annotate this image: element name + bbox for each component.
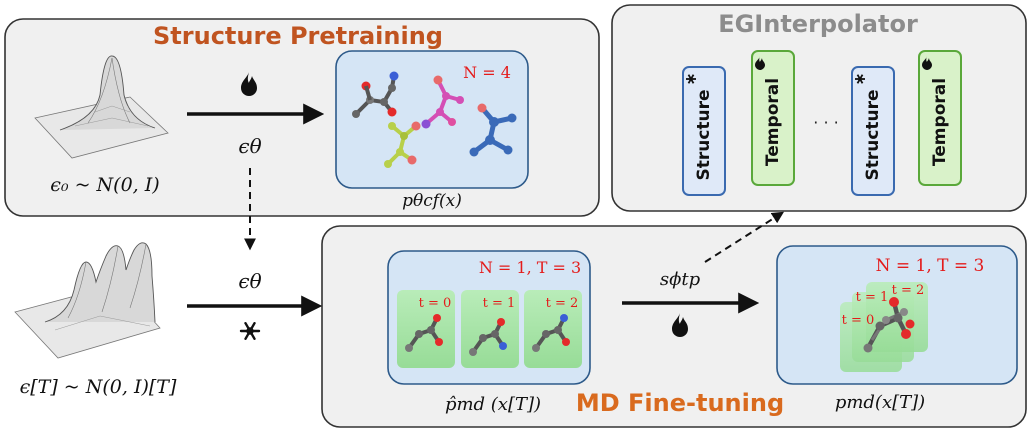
fire-icon (672, 313, 688, 337)
finetuning-model-label: ϵθ (238, 269, 261, 293)
molecule-overlay (863, 297, 915, 353)
pretraining-model-label: ϵθ (238, 134, 261, 158)
md-input-frames: t = 0 t = 1 t = 2 (397, 290, 582, 368)
interp-block-structure: Structure (682, 66, 726, 196)
md-frame: t = 2 (524, 290, 582, 368)
interp-block-structure: Structure (851, 66, 895, 196)
pretraining-count-label: N = 4 (463, 63, 511, 82)
frame-molecule (469, 318, 507, 356)
fire-icon (922, 56, 932, 70)
md-output-label: pmd(x[T]) (835, 392, 925, 413)
interp-block-label: Structure (694, 89, 714, 180)
interp-link-arrow (704, 211, 785, 263)
gaussian-surface-multi (14, 242, 161, 359)
interp-block-label: Temporal (763, 78, 783, 166)
snowflake-icon (239, 321, 261, 341)
snowflake-icon (855, 74, 865, 84)
md-output-stacked-frames (840, 282, 928, 372)
interp-operator-label: sϕtp (660, 269, 701, 290)
pretraining-title: Structure Pretraining (153, 22, 443, 50)
fire-icon (755, 56, 765, 70)
md-frame: t = 1 (461, 290, 519, 368)
pretraining-output-label: pθcf(x) (402, 191, 462, 211)
fire-icon (241, 72, 257, 96)
md-input-label: p̂md (x[T]) (445, 394, 541, 415)
molecule-magenta (421, 75, 464, 129)
pretraining-noise-label: ϵ₀ ~ N(0, I) (50, 174, 159, 196)
molecule-gray (352, 71, 399, 118)
interp-block-temporal: Temporal (751, 50, 795, 186)
molecule-yellowgreen (384, 121, 421, 168)
interpolator-ellipsis: · · · (813, 113, 838, 132)
snowflake-icon (686, 74, 696, 84)
md-output-frame-label-0: t = 0 (842, 313, 875, 328)
interpolator-title: EGInterpolator (718, 10, 918, 38)
md-output-frame-label-2: t = 2 (892, 283, 925, 298)
frame-molecule (532, 314, 570, 352)
interp-block-label: Temporal (930, 78, 950, 166)
finetuning-title: MD Fine-tuning (576, 389, 784, 417)
finetuning-noise-label: ϵ[T] ~ N(0, I)[T] (20, 376, 177, 398)
md-frame-label: t = 0 (419, 296, 452, 311)
md-frame-label: t = 1 (483, 296, 516, 311)
md-frame: t = 0 (397, 290, 455, 368)
interp-block-label: Structure (863, 89, 883, 180)
interpolator-blocks: Structure Temporal Structure Temporal (682, 50, 962, 196)
frame-molecule (405, 314, 443, 352)
md-input-count-label: N = 1, T = 3 (479, 258, 581, 277)
interp-block-temporal: Temporal (918, 50, 962, 186)
gaussian-surface-single (34, 55, 169, 159)
md-frame-label: t = 2 (546, 296, 579, 311)
md-output-frame-label-1: t = 1 (856, 290, 889, 305)
md-output-count-label: N = 1, T = 3 (876, 256, 985, 276)
molecule-blue (469, 103, 517, 157)
